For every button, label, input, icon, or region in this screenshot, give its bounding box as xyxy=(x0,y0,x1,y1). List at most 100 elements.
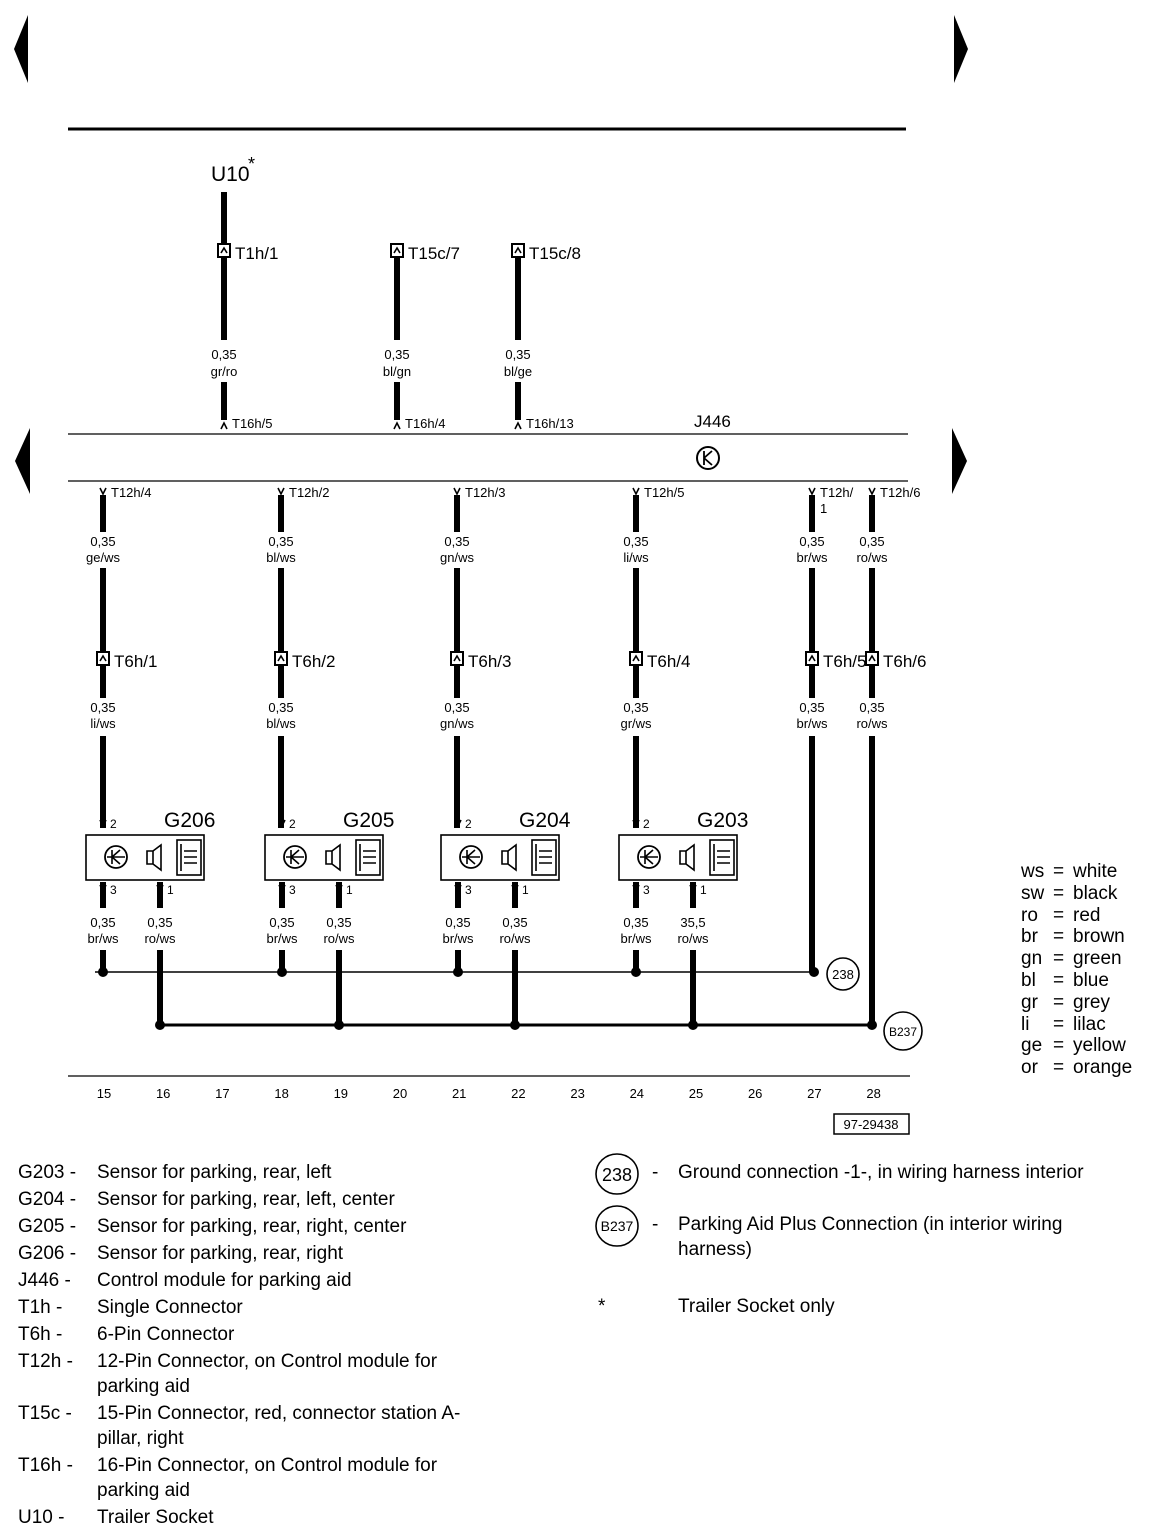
legend-code: U10 - xyxy=(18,1507,65,1528)
color-key-name: red xyxy=(1073,904,1101,926)
legend-description: Sensor for parking, rear, right, center xyxy=(97,1216,407,1237)
bottom-wire-4-size2: 0,35 xyxy=(623,700,648,715)
top-connector-2-label: T15c/7 xyxy=(408,244,460,263)
track-number-17: 17 xyxy=(215,1086,229,1101)
sensor-g203-right-color: ro/ws xyxy=(677,931,709,946)
legend-238-desc: Ground connection -1-, in wiring harness… xyxy=(678,1162,1084,1183)
sensor-g204-left-color: br/ws xyxy=(442,931,474,946)
bottom-wire-5-color1: br/ws xyxy=(796,550,828,565)
u10-asterisk: * xyxy=(248,154,255,174)
next-page-arrow-top[interactable] xyxy=(954,15,968,83)
top-connector-3-symbol xyxy=(511,243,525,258)
color-key-row-gn: gn=green xyxy=(1021,948,1132,970)
sensor-g205-pin1-label: 1 xyxy=(346,883,353,897)
color-key-name: white xyxy=(1073,861,1118,882)
color-key-equals: = xyxy=(1053,1035,1065,1057)
bottom-connector-2-symbol xyxy=(274,651,288,666)
figure-id-box xyxy=(833,1113,910,1135)
bottom-connector-5-symbol xyxy=(805,651,819,666)
legend-code: T1h - xyxy=(18,1297,63,1318)
bottom-wire-1-color1: ge/ws xyxy=(86,550,120,565)
sensor-g204-right-size: 0,35 xyxy=(502,915,527,930)
bottom-wire-4-size1: 0,35 xyxy=(623,534,648,549)
bottom-wire-1-size1: 0,35 xyxy=(90,534,115,549)
color-key-abbr: bl xyxy=(1021,969,1036,991)
sensor-g205-right-size: 0,35 xyxy=(326,915,351,930)
bottom-pin-5-arrow xyxy=(808,487,816,496)
color-key-name: green xyxy=(1073,948,1122,970)
color-key-abbr: sw xyxy=(1021,882,1045,904)
top-wire-1-size: 0,35 xyxy=(211,347,236,362)
next-page-arrow-middle[interactable] xyxy=(952,428,967,494)
bottom-pin-5-label: T12h/ xyxy=(820,485,854,500)
sensor-g206-pin2-arrow xyxy=(99,819,107,828)
sensor-g206-pin2-label: 2 xyxy=(110,817,117,831)
track-number-19: 19 xyxy=(334,1086,348,1101)
bottom-wire-5-size1: 0,35 xyxy=(799,534,824,549)
bottom-wire-6-size1: 0,35 xyxy=(859,534,884,549)
color-key-equals: = xyxy=(1053,969,1065,991)
color-key-name: yellow xyxy=(1073,1035,1126,1057)
color-key-row-ro: ro=red xyxy=(1021,905,1132,927)
legend-description: 15-Pin Connector, red, connector station… xyxy=(97,1403,461,1449)
sensor-g204-pin1-label: 1 xyxy=(522,883,529,897)
color-key-equals: = xyxy=(1053,926,1065,948)
color-key-abbr: br xyxy=(1021,926,1038,948)
top-wire-3-color: bl/ge xyxy=(504,364,532,379)
bottom-pin-6-arrow xyxy=(868,487,876,496)
sensor-g203-electronics-icon xyxy=(637,845,661,869)
bottom-wire-1-color2: li/ws xyxy=(90,716,116,731)
legend-b237-symbol: B237 xyxy=(595,1205,639,1247)
plus-b237-junction xyxy=(867,1020,877,1030)
bottom-wire-6-size2: 0,35 xyxy=(859,700,884,715)
sensor-g205-left-size: 0,35 xyxy=(269,915,294,930)
color-key-name: orange xyxy=(1073,1057,1133,1079)
track-number-23: 23 xyxy=(570,1086,584,1101)
bottom-pin-6-label: T12h/6 xyxy=(880,485,920,500)
color-key-row-br: br=brown xyxy=(1021,926,1132,948)
sensor-g203-left-size: 0,35 xyxy=(623,915,648,930)
sensor-g203-pin2-arrow xyxy=(632,819,640,828)
legend-asterisk-desc: Trailer Socket only xyxy=(678,1296,835,1317)
legend-description: Single Connector xyxy=(97,1297,243,1318)
track-number-25: 25 xyxy=(689,1086,703,1101)
top-connector-2-symbol xyxy=(390,243,404,258)
top-wire-2-color: bl/gn xyxy=(383,364,411,379)
bottom-pin-5-label-line2: 1 xyxy=(820,501,827,516)
bottom-wire-3-size2: 0,35 xyxy=(444,700,469,715)
bottom-wire-4-color1: li/ws xyxy=(623,550,649,565)
sensor-g204-pin2-arrow xyxy=(454,819,462,828)
sensor-g206-left-size: 0,35 xyxy=(90,915,115,930)
bottom-wire-2-color1: bl/ws xyxy=(266,550,296,565)
prev-page-arrow-middle[interactable] xyxy=(15,428,30,494)
color-key-row-li: li=lilac xyxy=(1021,1014,1132,1036)
sensor-g205-label: G205 xyxy=(343,809,394,832)
svg-text:238: 238 xyxy=(602,1165,632,1185)
j446-label: J446 xyxy=(694,412,731,431)
color-key-name: black xyxy=(1073,882,1118,904)
color-key-abbr: li xyxy=(1021,1013,1030,1035)
sensor-g206-pin3-label: 3 xyxy=(110,883,117,897)
bottom-connector-4-symbol xyxy=(629,651,643,666)
sensor-g205-pin3-label: 3 xyxy=(289,883,296,897)
bottom-pin-2-arrow xyxy=(277,487,285,496)
bottom-pin-4-label: T12h/5 xyxy=(644,485,684,500)
track-number-15: 15 xyxy=(97,1086,111,1101)
top-pin-1-arrow xyxy=(220,421,228,430)
track-number-21: 21 xyxy=(452,1086,466,1101)
bottom-connector-1-label: T6h/1 xyxy=(114,652,157,671)
prev-page-arrow-top[interactable] xyxy=(14,15,28,83)
track-number-24: 24 xyxy=(630,1086,644,1101)
color-key-abbr: ws xyxy=(1021,861,1045,882)
sensor-g203-speaker-icon xyxy=(679,843,695,872)
sensor-g205-left-color: br/ws xyxy=(266,931,298,946)
sensor-g204-pin2-label: 2 xyxy=(465,817,472,831)
legend-description: Trailer Socket xyxy=(97,1507,214,1528)
track-number-20: 20 xyxy=(393,1086,407,1101)
sensor-g204-left-size: 0,35 xyxy=(445,915,470,930)
color-key-abbr: gr xyxy=(1021,991,1038,1013)
top-wire-3-size: 0,35 xyxy=(505,347,530,362)
sensor-g206-electronics-icon xyxy=(104,845,128,869)
bottom-wires: T12h/40,35ge/wsT6h/10,35li/wsT12h/20,35b… xyxy=(86,485,926,1025)
